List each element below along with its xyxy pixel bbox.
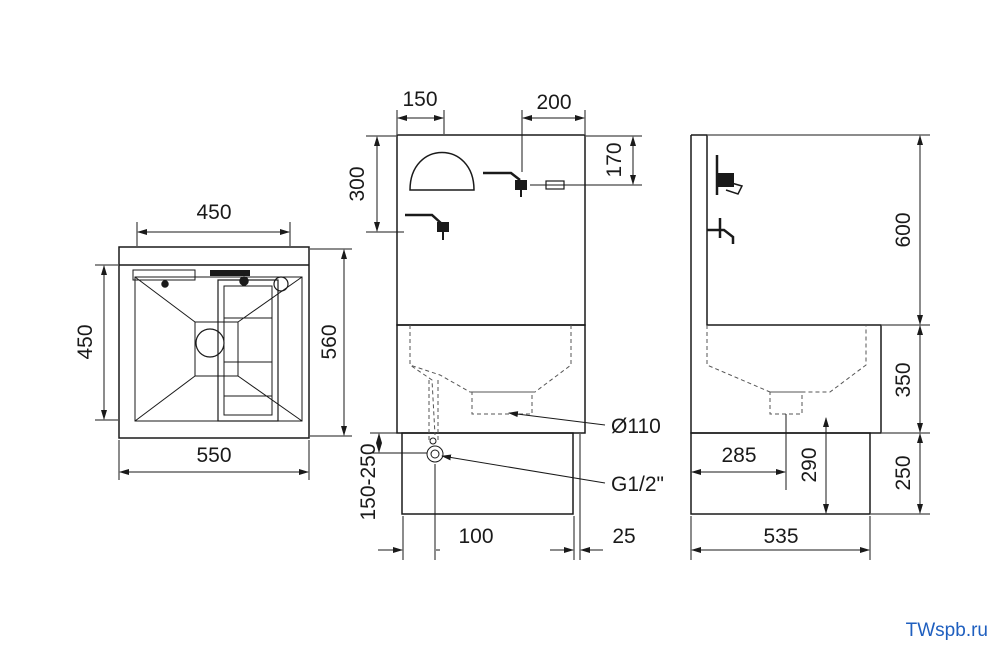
side-tap-body xyxy=(718,173,734,187)
grating-frame xyxy=(217,279,279,422)
dim-front-col-b: 200 xyxy=(536,91,571,114)
basin-slope-line xyxy=(237,276,303,323)
mount-hole xyxy=(161,280,169,288)
dim-side-total-depth: 535 xyxy=(763,525,798,548)
pedestal xyxy=(401,432,574,515)
dim-side-upper: 600 xyxy=(892,212,915,247)
side-view-dimensions xyxy=(690,134,930,560)
basin-slope-line xyxy=(134,276,196,323)
side-hidden-lines xyxy=(706,325,867,415)
side-tap-b xyxy=(707,228,735,244)
label-thread: G1/2" xyxy=(611,473,664,496)
basin-slope-line xyxy=(134,375,196,422)
front-drain-symbol xyxy=(426,437,444,463)
side-tap-handle xyxy=(725,181,744,195)
drain-circle xyxy=(195,328,225,358)
dim-front-tap-b-height: 170 xyxy=(603,142,626,177)
tap-body-b xyxy=(515,180,527,190)
top-view-outline xyxy=(118,246,310,439)
grating-inner xyxy=(223,285,273,416)
dim-front-col-a: 150 xyxy=(402,88,437,111)
dim-top-depth: 450 xyxy=(74,324,97,359)
top-view xyxy=(118,246,310,439)
side-pedestal xyxy=(690,432,871,515)
label-pipe-diameter: Ø110 xyxy=(611,415,661,438)
dim-front-drain-height: 150-250 xyxy=(357,443,380,520)
dim-front-tap-height: 300 xyxy=(346,166,369,201)
top-view-dimensions xyxy=(95,222,352,480)
dim-front-side: 25 xyxy=(612,525,635,548)
tap-lever-b xyxy=(483,171,521,181)
tap-head-b xyxy=(273,276,289,292)
dim-top-width: 450 xyxy=(196,201,231,224)
dim-front-offset: 100 xyxy=(458,525,493,548)
tap-lever xyxy=(405,213,443,225)
dim-side-depth-a: 285 xyxy=(721,444,756,467)
front-view-dimensions xyxy=(366,110,642,560)
front-view xyxy=(396,134,586,515)
shelf-arch xyxy=(409,151,475,191)
shelf xyxy=(132,269,196,281)
basin-body xyxy=(396,324,586,434)
dim-top-outer-depth: 560 xyxy=(318,324,341,359)
backsplash xyxy=(396,134,586,326)
dim-top-outer-width: 550 xyxy=(196,444,231,467)
tap-handle xyxy=(210,270,250,276)
watermark-link[interactable]: TWspb.ru xyxy=(905,620,988,641)
basin-slope-line xyxy=(237,375,303,422)
front-hidden-lines xyxy=(409,325,572,440)
tap-body xyxy=(437,222,449,232)
drain-box xyxy=(194,321,239,377)
tap-head xyxy=(239,276,249,286)
dim-side-height-b: 290 xyxy=(798,447,821,482)
dim-side-mid: 350 xyxy=(892,362,915,397)
dim-side-lower: 250 xyxy=(892,455,915,490)
